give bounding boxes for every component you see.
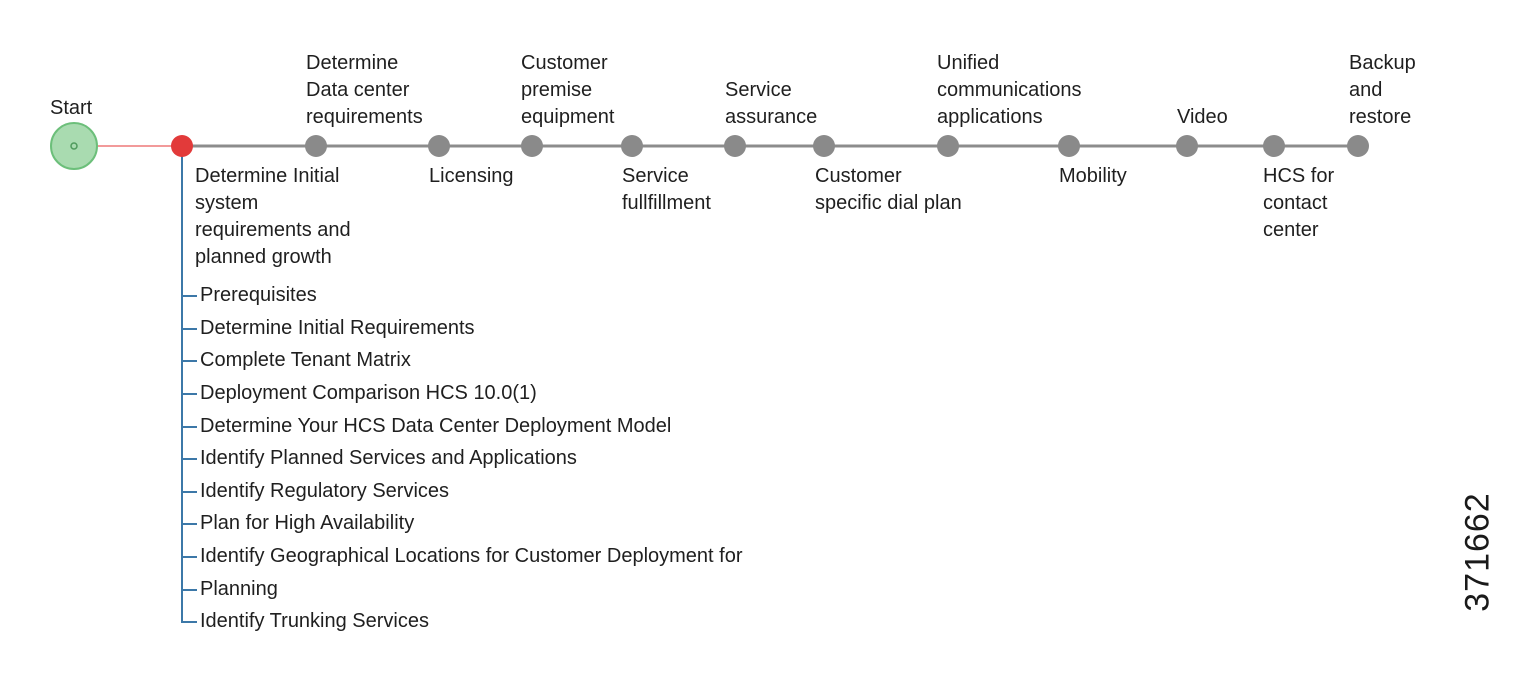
milestone-label-licensing: Licensing [429,165,514,187]
sub-step-planning[interactable]: Planning [200,578,278,600]
milestone-node-11[interactable] [1347,135,1369,157]
milestone-label-unified-communications-applications: Unified communications applications [937,52,1082,128]
milestone-label-mobility: Mobility [1059,165,1127,187]
sub-step-identify-trunking-services[interactable]: Identify Trunking Services [200,610,429,632]
milestone-node-9[interactable] [1176,135,1198,157]
milestone-label-determine-initial-system-requirements: Determine Initial system requirements an… [195,165,351,268]
sub-step-identify-geographical-locations[interactable]: Identify Geographical Locations for Cust… [200,545,743,567]
milestone-node-10[interactable] [1263,135,1285,157]
sub-step-plan-high-availability[interactable]: Plan for High Availability [200,512,415,534]
sub-step-identify-planned-services[interactable]: Identify Planned Services and Applicatio… [200,447,577,469]
milestone-node-8[interactable] [1058,135,1080,157]
milestone-label-customer-premise-equipment: Customer premise equipment [521,52,615,128]
milestone-label-determine-data-center-requirements: Determine Data center requirements [306,52,423,128]
milestone-nodes [171,135,1369,157]
milestone-node-2[interactable] [428,135,450,157]
milestone-node-6[interactable] [813,135,835,157]
milestone-label-service-fullfillment: Service fullfillment [622,165,711,214]
milestone-label-service-assurance: Service assurance [725,79,818,128]
milestone-node-4[interactable] [621,135,643,157]
milestone-label-customer-specific-dial-plan: Customer specific dial plan [815,165,962,214]
start-circle-center [70,142,78,150]
milestone-label-hcs-for-contact-center: HCS for contact center [1263,165,1335,241]
sub-step-determine-initial-requirements[interactable]: Determine Initial Requirements [200,317,475,339]
milestone-node-5[interactable] [724,135,746,157]
current-milestone-node[interactable] [171,135,193,157]
sub-step-deployment-comparison[interactable]: Deployment Comparison HCS 10.0(1) [200,382,537,404]
branch-ticks [182,295,197,623]
sub-step-identify-regulatory-services[interactable]: Identify Regulatory Services [200,480,450,502]
start-circle-icon[interactable] [50,122,98,170]
milestone-node-7[interactable] [937,135,959,157]
milestone-label-video: Video [1177,106,1228,128]
milestone-node-3[interactable] [521,135,543,157]
figure-id: 371662 [1458,492,1497,612]
milestone-label-backup-and-restore: Backup and restore [1349,52,1416,128]
start-label: Start [50,97,93,119]
sub-step-determine-deployment-model[interactable]: Determine Your HCS Data Center Deploymen… [200,415,672,437]
sub-step-prerequisites[interactable]: Prerequisites [200,284,317,306]
sub-step-complete-tenant-matrix[interactable]: Complete Tenant Matrix [200,349,411,371]
milestone-node-1[interactable] [305,135,327,157]
